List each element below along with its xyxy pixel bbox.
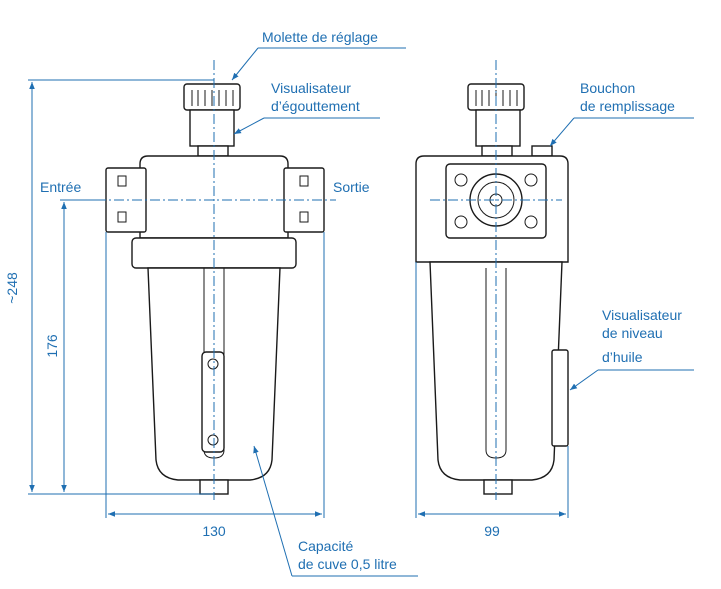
flange-bolt <box>117 175 127 187</box>
neck-base-side <box>481 145 513 157</box>
label-drip-sight-2: d’égouttement <box>271 98 360 114</box>
callout-leaders <box>231 47 694 577</box>
dimension-lines <box>28 79 569 518</box>
label-oil-level-3: d’huile <box>602 349 643 365</box>
dim-height-inlet-label: 176 <box>44 334 60 358</box>
flange-bolt <box>117 211 127 223</box>
front-view <box>96 60 336 500</box>
side-view <box>415 60 569 500</box>
label-drip-sight-1: Visualisateur <box>271 80 351 96</box>
leader-line <box>549 117 575 147</box>
label-capacity-1: Capacité <box>298 538 353 554</box>
flange-bolt-side <box>524 215 538 229</box>
label-oil-level-1: Visualisateur <box>602 307 682 323</box>
flange-bolt-side <box>454 215 468 229</box>
oil-level-sight <box>551 349 569 447</box>
dim-height-total-label: ~248 <box>4 272 20 304</box>
label-molette: Molette de réglage <box>262 29 378 45</box>
neck-side <box>475 109 521 147</box>
label-outlet: Sortie <box>333 179 370 195</box>
label-inlet: Entrée <box>40 179 81 195</box>
sight-window <box>201 351 225 453</box>
label-capacity-2: de cuve 0,5 litre <box>298 556 397 572</box>
label-oil-level-2: de niveau <box>602 325 663 341</box>
flange-bolt <box>299 175 309 187</box>
sight-screw <box>207 358 219 370</box>
drain-plug-side <box>483 479 513 495</box>
flange-bolt <box>299 211 309 223</box>
leader-line <box>253 445 293 577</box>
drip-sight <box>189 109 235 147</box>
label-filler-2: de remplissage <box>580 98 675 114</box>
dim-width-front-label: 130 <box>202 523 226 539</box>
dim-width-side-label: 99 <box>484 523 500 539</box>
leader-line <box>233 117 265 135</box>
leader-line <box>569 369 599 391</box>
flange-bolt-side <box>454 173 468 187</box>
flange-bolt-side <box>524 173 538 187</box>
sight-screw <box>207 434 219 446</box>
drip-sight-base <box>197 145 229 157</box>
filler-plug <box>531 145 553 157</box>
leader-line <box>231 47 259 81</box>
label-filler-1: Bouchon <box>580 80 635 96</box>
